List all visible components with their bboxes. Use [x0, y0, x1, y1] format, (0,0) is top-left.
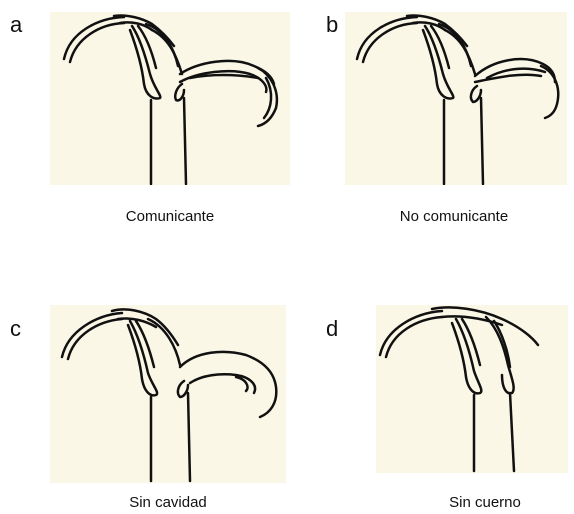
panel-letter: d	[326, 318, 338, 340]
panel-caption: Comunicante	[110, 208, 230, 226]
panel-letter: c	[10, 318, 21, 340]
panel-caption: Sin cuerno	[430, 494, 540, 512]
panel-caption: No comunicante	[384, 208, 524, 226]
uterus-diagram-communicating	[50, 12, 290, 185]
panel-letter: b	[326, 14, 338, 36]
panel-caption: Sin cavidad	[108, 494, 228, 512]
uterus-diagram-no-horn	[376, 305, 568, 473]
uterus-diagram-no-cavity	[50, 305, 286, 483]
uterus-diagram-non-communicating	[345, 12, 567, 185]
panel-letter: a	[10, 14, 22, 36]
